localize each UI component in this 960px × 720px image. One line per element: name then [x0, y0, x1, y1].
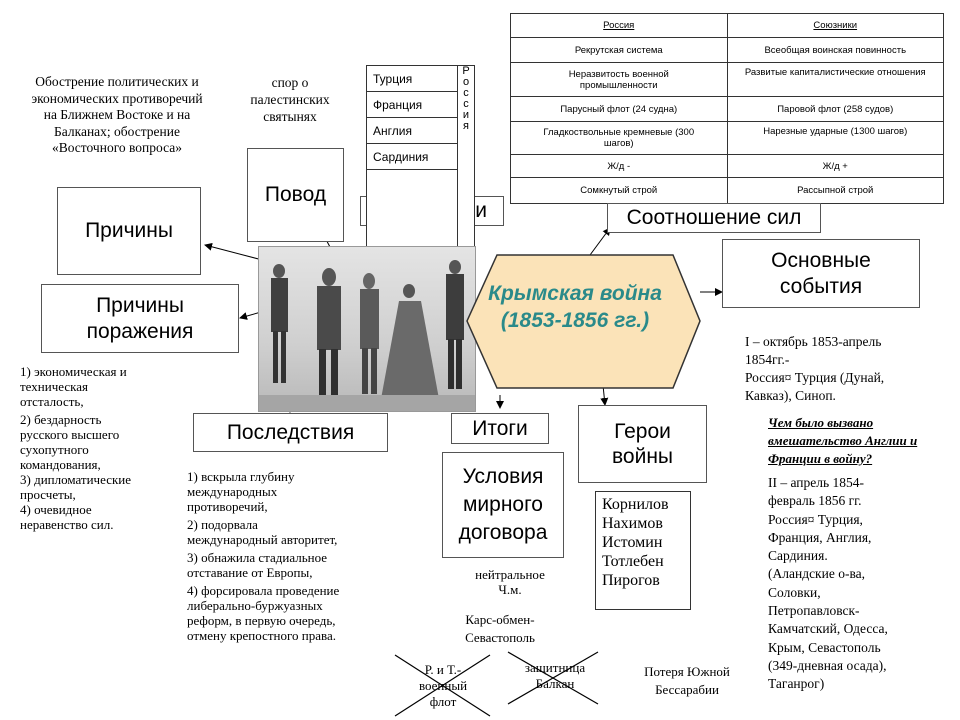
center-title-block: Крымская война (1853-1856 гг.): [470, 280, 680, 334]
center-dates: (1853-1856 гг.): [500, 309, 650, 332]
events-stage2: II – апрель 1854-февраль 1856 гг.Россия¤…: [768, 475, 888, 692]
comparison-cell: Нарезные ударные (1300 шагов): [726, 121, 944, 155]
alliance-country: Сардиния: [366, 143, 458, 170]
comparison-cell: Гладкоствольные кремневые (300 шагов): [510, 121, 728, 155]
hero-name: Корнилов: [602, 496, 669, 513]
heroes-label-2: войны: [611, 445, 674, 468]
defeat-causes-box[interactable]: Причины поражения: [41, 284, 239, 353]
center-hexagon-shape: [466, 254, 701, 389]
comparison-cell: Рассыпной строй: [726, 177, 944, 204]
forces-box[interactable]: Соотношение сил: [607, 203, 821, 233]
figures-silhouette: [259, 260, 475, 411]
hero-name: Пирогов: [602, 572, 660, 589]
comparison-cell: Неразвитость военной промышленности: [510, 62, 728, 97]
comparison-header-russia: Россия: [510, 13, 728, 38]
comparison-cell: Паровой флот (258 судов): [726, 96, 944, 122]
defeat-causes-label-2: поражения: [86, 319, 194, 343]
hero-name: Тотлебен: [602, 553, 664, 570]
comparison-cell: Развитые капиталистические отношения: [726, 62, 944, 97]
comparison-header-allies: Союзники: [726, 13, 944, 38]
causes-box[interactable]: Причины: [57, 187, 201, 275]
comparison-cell: Ж/д +: [726, 154, 944, 178]
engraving-illustration: [258, 246, 476, 412]
comparison-cell: Рекрутская система: [510, 37, 728, 63]
comparison-cell: Ж/д -: [510, 154, 728, 178]
peace-terms-label-1: Условия: [462, 465, 544, 488]
events-label-2: события: [779, 274, 863, 298]
peace-terms-label-2: мирного: [462, 493, 543, 516]
events-box[interactable]: Основные события: [722, 239, 920, 308]
comparison-cell: Сомкнутый строй: [510, 177, 728, 204]
alliance-country: Франция: [366, 91, 458, 118]
peace-term-kars: Карс-обмен-Севастополь: [465, 612, 535, 645]
hidden-box-label: и: [475, 199, 487, 222]
defeat-causes-label-1: Причины: [96, 294, 184, 318]
comparison-cell: Всеобщая воинская повинность: [726, 37, 944, 63]
events-label-1: Основные: [771, 249, 871, 273]
results-label: Итоги: [472, 416, 528, 440]
consequences-box[interactable]: Последствия: [193, 413, 388, 452]
heroes-label-1: Герои: [614, 419, 671, 443]
alliance-country: Турция: [366, 65, 458, 92]
forces-label: Соотношение сил: [626, 206, 802, 230]
peace-terms-label-3: договора: [458, 521, 548, 544]
peace-terms-box[interactable]: Условия мирного договора: [442, 452, 564, 558]
results-box[interactable]: Итоги: [451, 413, 549, 444]
causes-label: Причины: [85, 219, 173, 243]
pretext-box[interactable]: Повод: [247, 148, 344, 242]
hero-name: Нахимов: [602, 515, 663, 532]
center-title: Крымская война: [488, 282, 662, 305]
hero-name: Истомин: [602, 534, 663, 551]
consequences-label: Последствия: [226, 420, 355, 444]
center-hexagon: [466, 254, 701, 389]
alliance-country: Англия: [366, 117, 458, 144]
comparison-cell: Парусный флот (24 судна): [510, 96, 728, 122]
heroes-list: Корнилов Нахимов Истомин Тотлебен Пирого…: [595, 491, 691, 610]
pretext-label: Повод: [264, 183, 327, 207]
heroes-box[interactable]: Герои войны: [578, 405, 707, 483]
